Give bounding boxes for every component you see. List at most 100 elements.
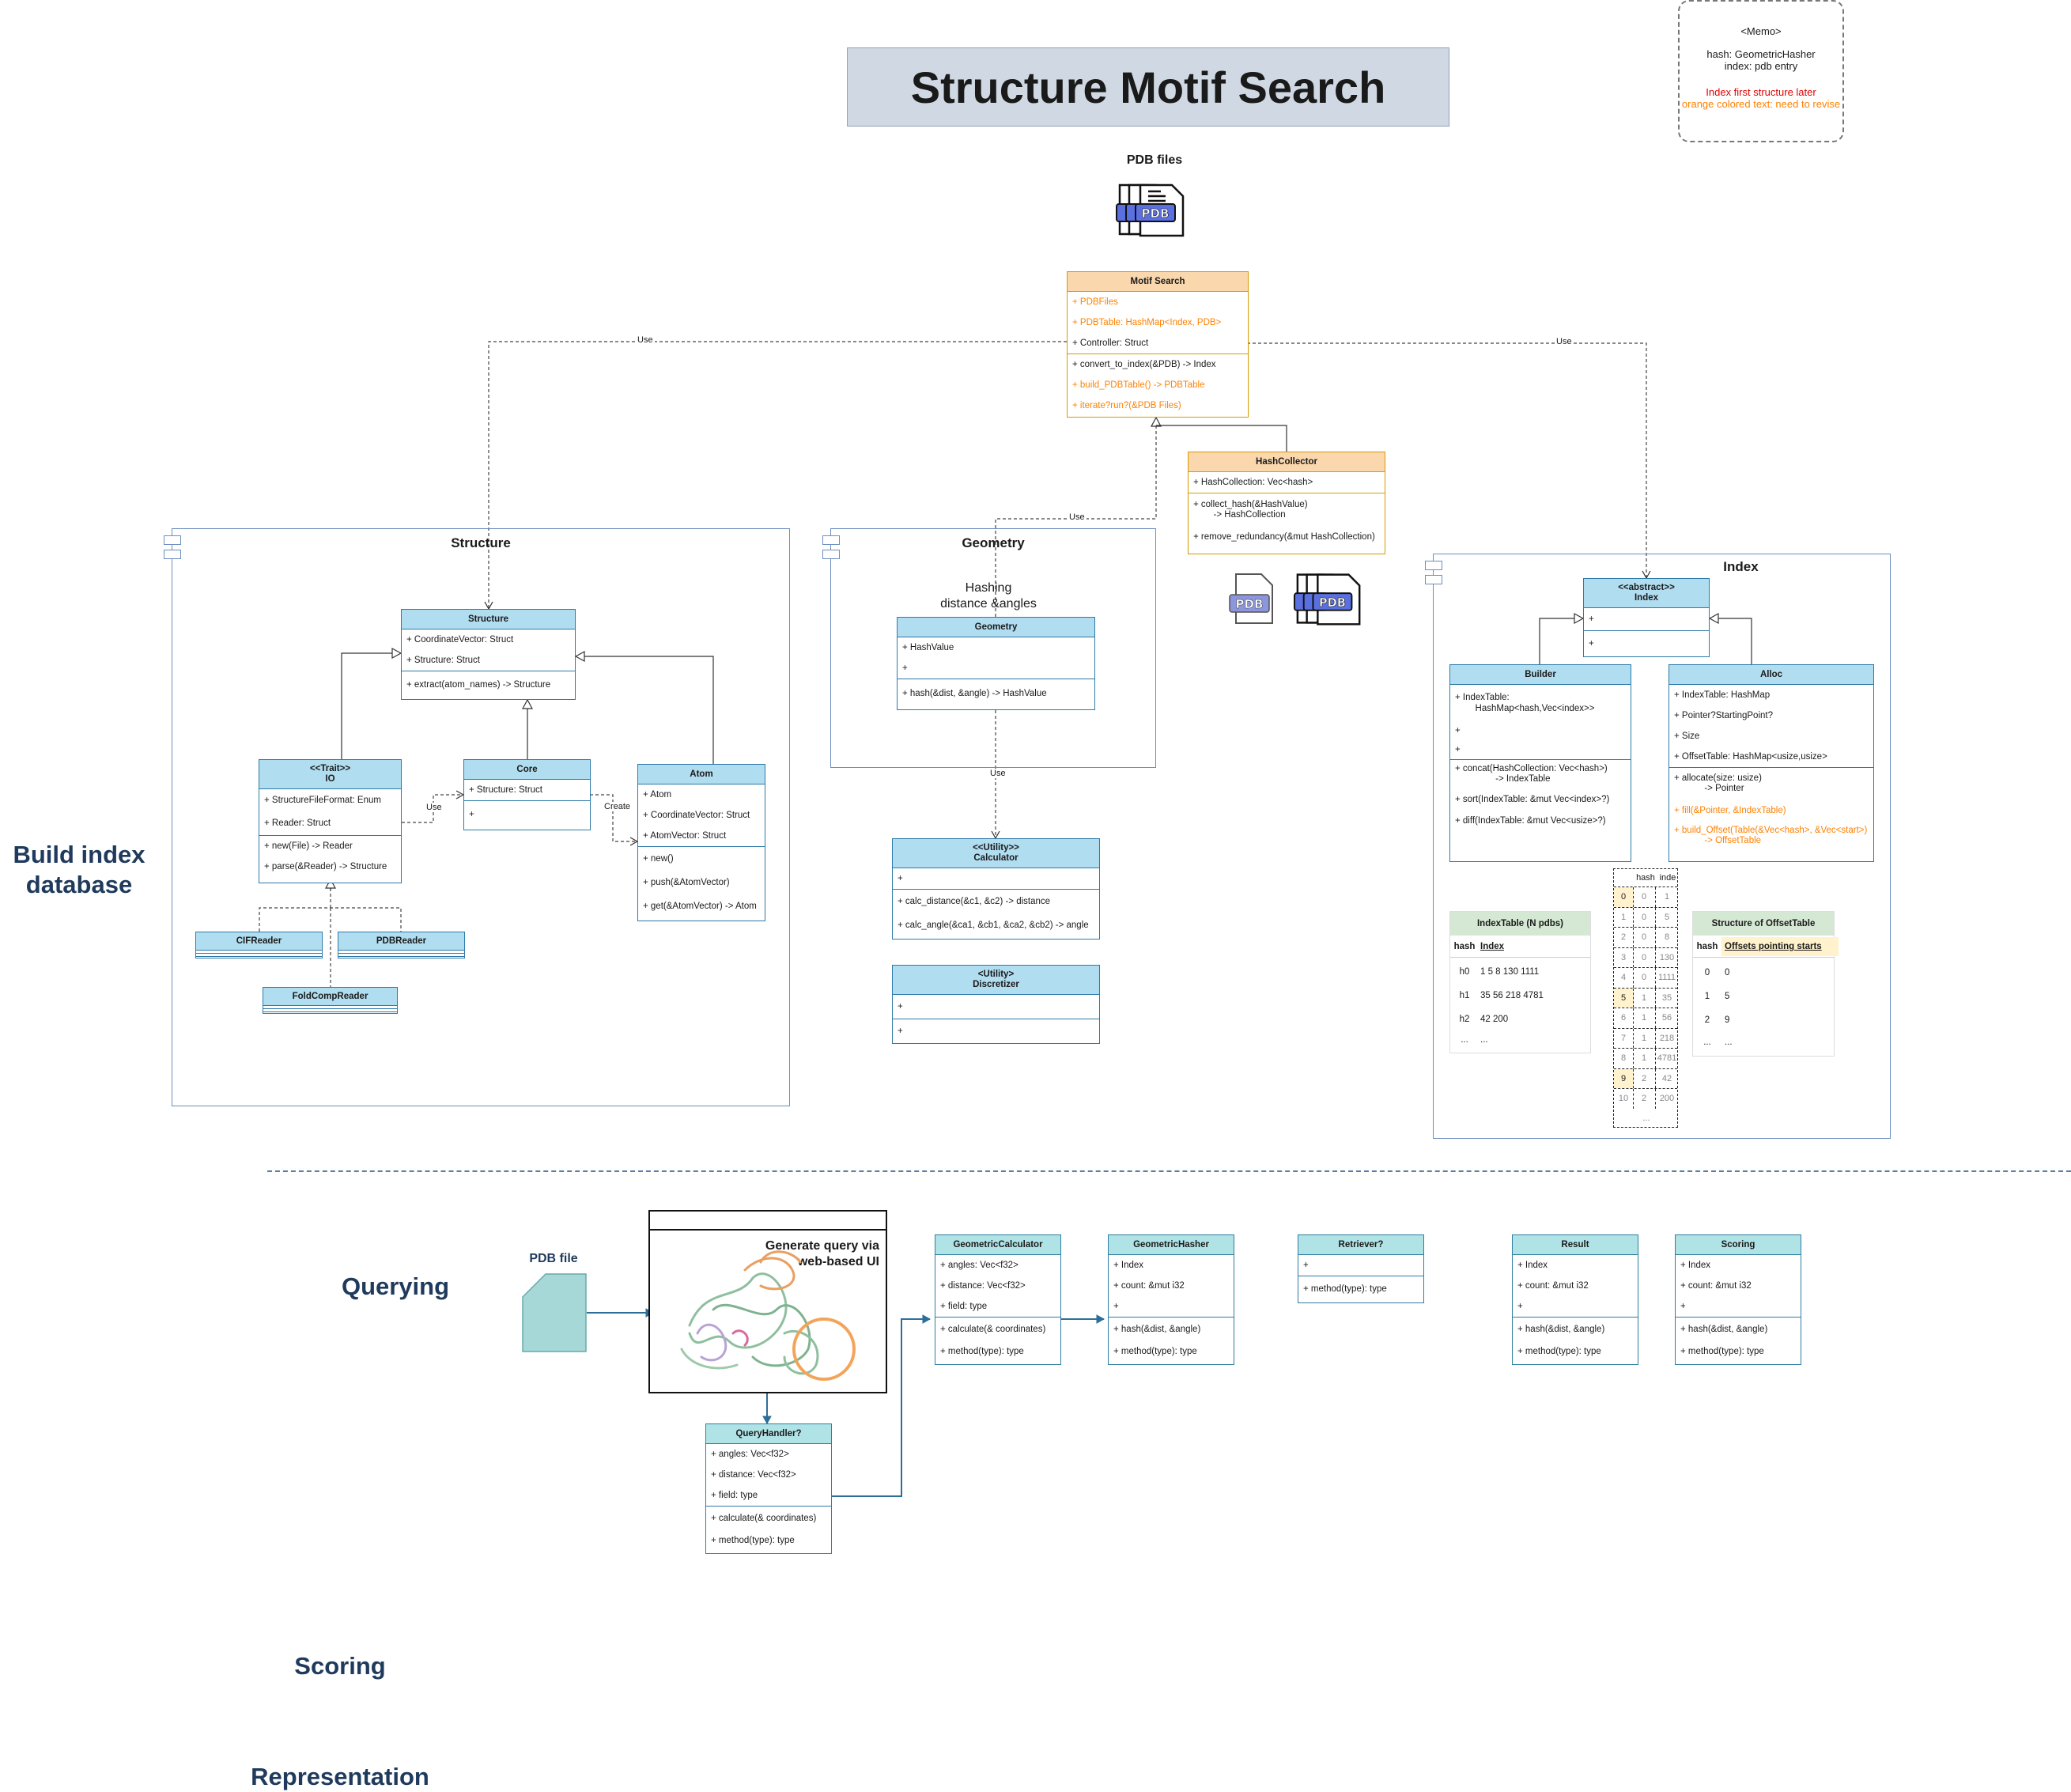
table-cell: 35 56 218 4781 xyxy=(1480,991,1544,1000)
table-cell: ... xyxy=(1461,1035,1468,1045)
class-title: Retriever? xyxy=(1298,1235,1423,1255)
class-builder[interactable]: Builder + IndexTable: HashMap<hash,Vec<i… xyxy=(1449,664,1631,862)
table-cell: 0 xyxy=(1704,968,1710,977)
class-geometric-calculator[interactable]: GeometricCalculator + angles: Vec<f32> +… xyxy=(935,1234,1061,1365)
table-cell: 2 xyxy=(1633,1068,1656,1088)
class-field: + count: &mut i32 xyxy=(1680,1281,1752,1291)
table-cell: 6 xyxy=(1614,1008,1634,1028)
class-field: + PDBFiles xyxy=(1072,297,1118,307)
class-core[interactable]: Core + Structure: Struct + xyxy=(463,759,591,830)
table-header: Offsets pointing starts xyxy=(1721,937,1839,956)
edge-motif-structure xyxy=(484,341,1067,611)
class-method: + sort(IndexTable: &mut Vec<index>?) xyxy=(1455,795,1610,804)
table-row-divider xyxy=(1614,1068,1677,1069)
class-title: Geometry xyxy=(898,618,1094,637)
table-cell: 2 xyxy=(1633,1089,1656,1109)
class-geometry[interactable]: Geometry + HashValue + + hash(&dist, &an… xyxy=(897,617,1095,710)
class-method: + xyxy=(469,810,474,819)
class-method: + fill(&Pointer, &IndexTable) xyxy=(1674,806,1786,815)
table-row-divider xyxy=(1614,1088,1677,1089)
table-cell: 9 xyxy=(1725,1015,1730,1025)
table-cell: 1 xyxy=(1704,992,1710,1001)
class-title: IO xyxy=(325,774,335,784)
class-scoring[interactable]: Scoring + Index + count: &mut i32 + + ha… xyxy=(1675,1234,1801,1365)
class-field: + CoordinateVector: Struct xyxy=(643,811,750,820)
class-field: + Size xyxy=(1674,732,1700,741)
table-row-divider xyxy=(1614,967,1677,968)
memo-line: hash: GeometricHasher xyxy=(1706,48,1816,60)
class-method: + calculate(& coordinates) xyxy=(940,1325,1046,1334)
class-retriever[interactable]: Retriever? + + method(type): type xyxy=(1298,1234,1424,1303)
table-cell: 1111 xyxy=(1657,973,1676,983)
class-field: + Structure: Struct xyxy=(469,785,542,795)
table-cell: 8 xyxy=(1614,1049,1634,1068)
class-hash-collector[interactable]: HashCollector + HashCollection: Vec<hash… xyxy=(1188,452,1385,554)
pdb-file-icon: PDB xyxy=(1228,571,1279,626)
web-ui-panel[interactable]: Generate query via web-based UI xyxy=(648,1210,887,1393)
table-cell: 3 xyxy=(1614,947,1634,967)
class-title: Index xyxy=(1634,593,1659,603)
class-method: + method(type): type xyxy=(711,1536,795,1545)
table-cell: 1 xyxy=(1633,1028,1656,1048)
table-title: IndexTable (N pdbs) xyxy=(1450,912,1590,936)
class-field: + xyxy=(1680,1302,1686,1311)
memo-line: index: pdb entry xyxy=(1724,60,1798,72)
class-title: Core xyxy=(464,760,590,780)
class-io[interactable]: <<Trait>> IO + StructureFileFormat: Enum… xyxy=(259,759,402,883)
memo-note: <Memo> hash: GeometricHasher index: pdb … xyxy=(1678,0,1844,142)
class-title: QueryHandler? xyxy=(706,1424,831,1444)
class-index[interactable]: <<abstract>> Index + + xyxy=(1583,578,1710,657)
section-label-querying: Querying xyxy=(341,1272,450,1300)
table-cell: 8 xyxy=(1664,932,1670,943)
class-method: + method(type): type xyxy=(1680,1347,1764,1356)
table-cell: 218 xyxy=(1659,1033,1675,1043)
class-calculator[interactable]: <<Utility>> Calculator + + calc_distance… xyxy=(892,838,1100,939)
class-alloc[interactable]: Alloc + IndexTable: HashMap + Pointer?St… xyxy=(1669,664,1874,862)
class-result[interactable]: Result + Index + count: &mut i32 + + has… xyxy=(1512,1234,1638,1365)
class-method: + parse(&Reader) -> Structure xyxy=(264,862,387,871)
section-label-scoring: Scoring xyxy=(294,1652,386,1680)
class-field: + Index xyxy=(1113,1261,1144,1270)
class-method: + diff(IndexTable: &mut Vec<usize>?) xyxy=(1455,816,1606,826)
class-atom[interactable]: Atom + Atom + CoordinateVector: Struct +… xyxy=(637,764,765,921)
class-geometric-hasher[interactable]: GeometricHasher + Index + count: &mut i3… xyxy=(1108,1234,1234,1365)
table-cell: 1 xyxy=(1664,892,1670,902)
table-cell: ... xyxy=(1480,1035,1488,1045)
class-title: GeometricHasher xyxy=(1109,1235,1234,1255)
class-pdb-reader[interactable]: PDBReader xyxy=(338,932,465,958)
class-discretizer[interactable]: <Utility> Discretizer + + xyxy=(892,965,1100,1044)
class-cif-reader[interactable]: CIFReader xyxy=(195,932,323,958)
table-header: hash xyxy=(1636,873,1655,883)
class-field: + angles: Vec<f32> xyxy=(940,1261,1018,1270)
edge-label-use: Use xyxy=(988,769,1007,778)
class-motif-search[interactable]: Motif Search + PDBFiles + PDBTable: Hash… xyxy=(1067,271,1249,418)
class-method: + method(type): type xyxy=(940,1347,1024,1356)
table-header: hash xyxy=(1696,942,1718,951)
edge-hashcollector-motif xyxy=(1156,425,1287,452)
class-title: Scoring xyxy=(1676,1235,1801,1255)
web-ui-title: Generate query via web-based UI xyxy=(765,1239,879,1268)
class-field: + angles: Vec<f32> xyxy=(711,1450,789,1459)
class-field: + field: type xyxy=(940,1302,988,1311)
class-method: + hash(&dist, &angle) xyxy=(1517,1325,1605,1334)
package-title: Index xyxy=(1723,559,1759,574)
edge-label-use: Use xyxy=(1068,512,1087,522)
class-structure[interactable]: Structure + CoordinateVector: Struct + S… xyxy=(401,609,576,700)
table-cell: 1 xyxy=(1633,1008,1656,1028)
class-method: + hash(&dist, &angle) xyxy=(1680,1325,1768,1334)
package-structure: Structure xyxy=(164,528,790,1106)
class-field: + HashCollection: Vec<hash> xyxy=(1193,478,1313,487)
table-cell: 0 xyxy=(1633,928,1656,947)
class-field: + xyxy=(1455,745,1461,754)
class-title: Motif Search xyxy=(1068,272,1248,292)
class-foldcomp-reader[interactable]: FoldCompReader xyxy=(263,987,398,1014)
class-query-handler[interactable]: QueryHandler? + angles: Vec<f32> + dista… xyxy=(705,1423,832,1554)
class-field: + xyxy=(902,663,908,673)
class-title: Calculator xyxy=(973,853,1018,863)
class-field: + Index xyxy=(1517,1261,1548,1270)
class-method: + get(&AtomVector) -> Atom xyxy=(643,902,757,911)
table-cell: 10 xyxy=(1614,1089,1634,1109)
table-title: Structure of OffsetTable xyxy=(1693,912,1834,936)
table-row-divider xyxy=(1614,1048,1677,1049)
